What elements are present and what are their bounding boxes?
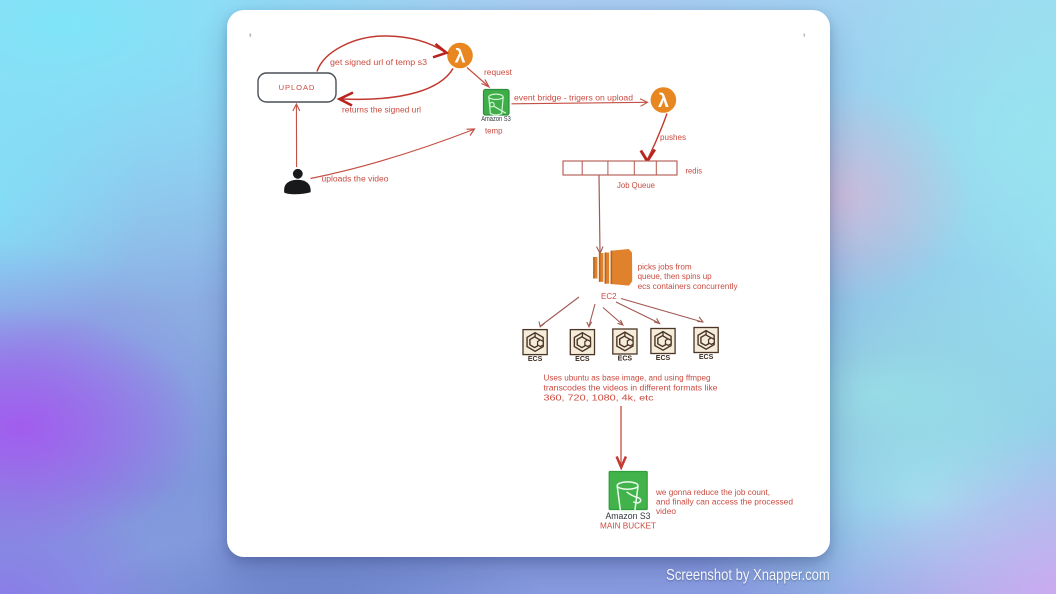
svg-text:video: video (656, 507, 677, 516)
svg-text:ECS: ECS (575, 356, 590, 363)
svg-text:ECS: ECS (618, 355, 633, 362)
svg-text:Amazon S3: Amazon S3 (606, 511, 651, 521)
svg-text:get signed url of temp s3: get signed url of temp s3 (330, 58, 428, 67)
svg-text:uploads the video: uploads the video (322, 175, 390, 184)
svg-text:360, 720, 1080, 4k, etc: 360, 720, 1080, 4k, etc (544, 393, 654, 402)
svg-text:ECS: ECS (699, 354, 714, 361)
svg-text:event bridge - trigers on uplo: event bridge - trigers on upload (514, 94, 633, 103)
svg-text:temp: temp (485, 127, 503, 136)
svg-text:UPLOAD: UPLOAD (279, 83, 316, 92)
svg-text:λ: λ (658, 90, 669, 112)
svg-text:EC2: EC2 (601, 292, 617, 301)
svg-text:λ: λ (455, 45, 466, 67)
svg-text:request: request (484, 68, 513, 77)
svg-text:redis: redis (686, 167, 703, 176)
svg-text:pushes: pushes (660, 133, 686, 142)
svg-text:transcodes the videos in diffe: transcodes the videos in different forma… (544, 383, 718, 392)
svg-text:Amazon S3: Amazon S3 (481, 114, 511, 123)
svg-text:ECS: ECS (656, 355, 671, 362)
svg-text:queue, then spins up: queue, then spins up (638, 272, 713, 281)
svg-text:ecs containers concurrently: ecs containers concurrently (638, 282, 738, 291)
svg-text:MAIN BUCKET: MAIN BUCKET (600, 522, 656, 531)
svg-text:we gonna reduce the job count,: we gonna reduce the job count, (655, 488, 770, 497)
svg-text:returns the signed url: returns the signed url (342, 106, 421, 115)
svg-text:Job Queue: Job Queue (617, 181, 656, 190)
svg-text:Uses ubuntu as base image, and: Uses ubuntu as base image, and using ffm… (544, 373, 711, 382)
svg-text:ECS: ECS (528, 356, 543, 363)
svg-text:picks jobs from: picks jobs from (638, 263, 692, 272)
svg-text:and finally can access the pro: and finally can access the processed (656, 498, 793, 507)
